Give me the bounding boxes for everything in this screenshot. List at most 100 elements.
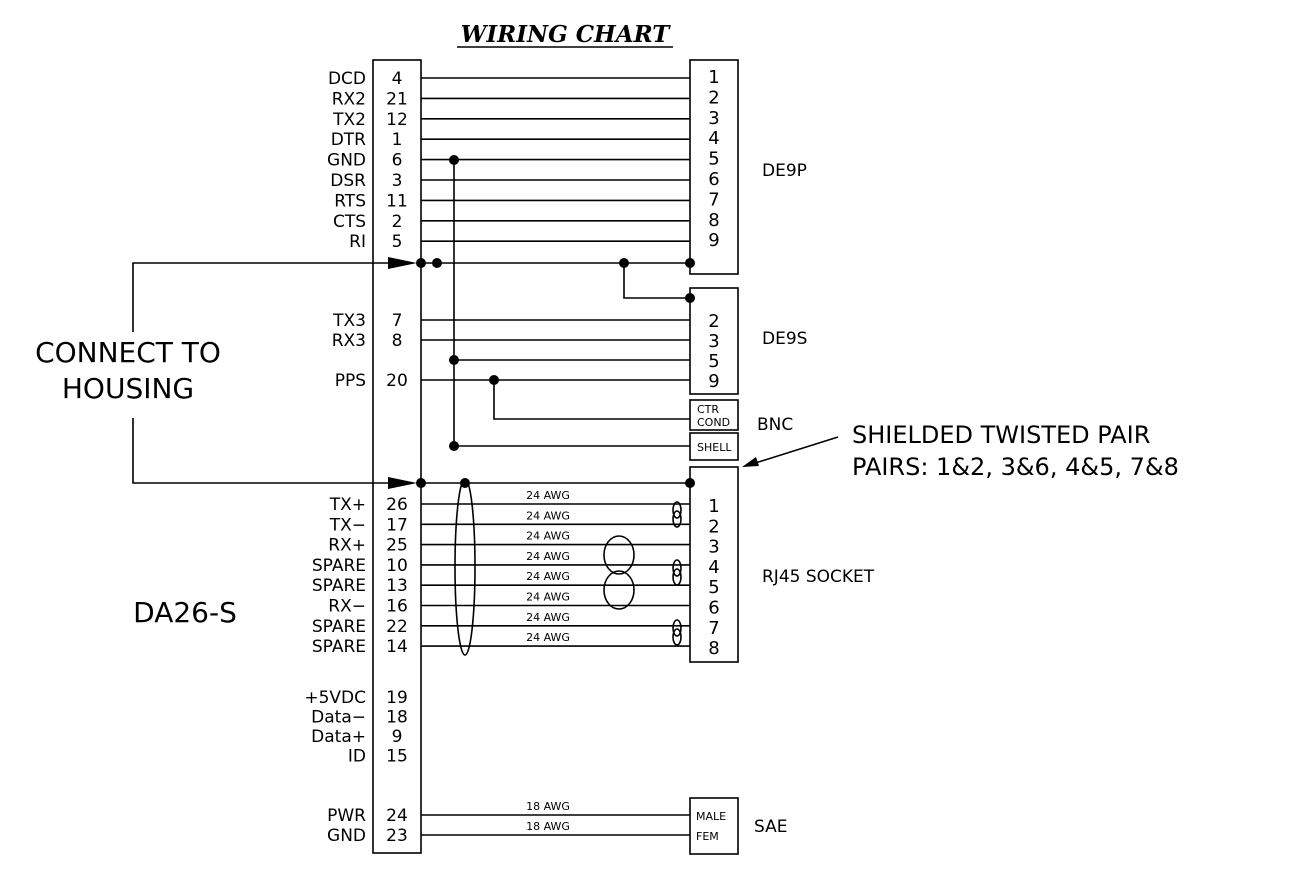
rj45-row-signal-label: RX+ [328, 536, 366, 556]
de9s-row-pin-number: 7 [392, 311, 403, 331]
bnc-center-conductor-box [689, 399, 739, 431]
junction-dot [416, 258, 426, 268]
housing-arrow-upper [132, 262, 405, 332]
de9s-row-signal-label: TX3 [332, 311, 366, 331]
de9p-row-signal-label: CTS [333, 212, 366, 232]
shield-note-line2: PAIRS: 1&2, 3&6, 4&5, 7&8 [852, 453, 1179, 481]
cable-shield-ellipse [454, 478, 476, 656]
bnc-label: BNC [757, 415, 793, 435]
shield-callout-arrowhead [742, 457, 759, 467]
rj45-row-pin-number: 26 [386, 495, 408, 515]
rj45-row-pin-number: 22 [386, 617, 408, 637]
de9p-row-signal-label: DSR [330, 171, 366, 191]
rj45-row-pin-number: 14 [386, 637, 408, 657]
rj45-row-pin-number: 10 [386, 556, 408, 576]
de9s-row-dest-pin: 3 [708, 331, 719, 352]
rj45-row-pin-number: 16 [386, 597, 408, 617]
rj45-row-gauge-label: 24 AWG [526, 550, 570, 563]
power-row-gauge-label: 18 AWG [526, 800, 570, 813]
de9p-row-dest-pin: 6 [708, 169, 719, 190]
rj45-row-pin-number: 13 [386, 576, 408, 596]
junction-dot [416, 478, 426, 488]
de9s-label: DE9S [762, 329, 807, 349]
rj45-label: RJ45 SOCKET [762, 567, 875, 587]
de9p-row-dest-pin: 5 [708, 149, 719, 170]
housing-arrow-lower [132, 418, 405, 484]
de9p-row-signal-label: DTR [331, 130, 366, 150]
rj45-row-signal-label: RX− [328, 597, 366, 617]
misc-row-pin-number: 15 [386, 747, 408, 767]
de9p-row-pin-number: 3 [392, 171, 403, 191]
de9s-row-pin-number: 20 [386, 371, 408, 391]
junction-dots [416, 155, 695, 488]
de9s-row-dest-pin: 5 [708, 351, 719, 372]
rj45-row-dest-pin: 5 [708, 577, 719, 598]
rj45-row-dest-pin: 1 [708, 496, 719, 517]
de9p-row-dest-pin: 4 [708, 128, 719, 149]
junction-dot [489, 375, 499, 385]
twist-pair-7-8-lower [672, 628, 682, 646]
rj45-row-signal-label: SPARE [312, 637, 366, 657]
misc-row-pin-number: 9 [392, 727, 403, 747]
twist-pair-4-5-upper [672, 559, 682, 577]
de9p-row-pin-number: 21 [386, 89, 408, 109]
de9p-row-dest-pin: 1 [708, 67, 719, 88]
de9p-row-dest-pin: 3 [708, 108, 719, 129]
de9s-row-dest-pin: 2 [708, 311, 719, 332]
junction-dot [449, 355, 459, 365]
housing-arrowhead-upper [388, 257, 417, 269]
misc-row-pin-number: 18 [386, 708, 408, 728]
da26s-connector-body [372, 59, 422, 854]
housing-note-line2: HOUSING [62, 372, 194, 405]
housing-note-line1: CONNECT TO [35, 336, 221, 369]
twist-pair-3-6-lower [603, 570, 635, 610]
sae-male-text: MALE [696, 810, 726, 823]
rj45-row-signal-label: TX+ [329, 495, 366, 515]
de9s-row-signal-label: RX3 [332, 331, 366, 351]
de9p-row-signal-label: TX2 [332, 110, 366, 130]
junction-dot [685, 478, 695, 488]
de9p-row-signal-label: DCD [328, 69, 366, 89]
de9p-row-pin-number: 2 [392, 212, 403, 232]
junction-dot [685, 293, 695, 303]
rj45-row-gauge-label: 24 AWG [526, 591, 570, 604]
misc-row-signal-label: ID [348, 747, 366, 767]
misc-row-signal-label: Data− [311, 708, 366, 728]
rj45-row-dest-pin: 4 [708, 557, 719, 578]
housing-arrowhead-lower [388, 477, 417, 489]
twist-pair-1-2-upper [672, 501, 682, 519]
power-row-signal-label: PWR [327, 806, 366, 826]
rj45-row-signal-label: SPARE [312, 617, 366, 637]
de9p-row-signal-label: RI [349, 232, 366, 252]
rj45-row-dest-pin: 7 [708, 618, 719, 639]
de9p-row-signal-label: RTS [334, 191, 366, 211]
de9p-row-dest-pin: 8 [708, 210, 719, 231]
misc-row-signal-label: Data+ [311, 727, 366, 747]
de9p-row-pin-number: 12 [386, 110, 408, 130]
chart-title: WIRING CHART [461, 21, 672, 48]
power-row-signal-label: GND [327, 826, 366, 846]
rj45-row-pin-number: 25 [386, 536, 408, 556]
rj45-row-signal-label: TX− [329, 515, 366, 535]
misc-row-pin-number: 19 [386, 688, 408, 708]
rj45-row-gauge-label: 24 AWG [526, 530, 570, 543]
pps-to-bnc-center [493, 380, 690, 420]
rj45-row-dest-pin: 6 [708, 598, 719, 619]
junction-dot [685, 258, 695, 268]
junction-dot [449, 441, 459, 451]
junction-dot [460, 478, 470, 488]
rj45-row-gauge-label: 24 AWG [526, 489, 570, 502]
de9p-row-pin-number: 11 [386, 191, 408, 211]
rj45-row-dest-pin: 3 [708, 537, 719, 558]
twist-pair-1-2-lower [672, 510, 682, 528]
rj45-row-dest-pin: 2 [708, 516, 719, 537]
shield-note-line1: SHIELDED TWISTED PAIR [852, 421, 1150, 449]
power-row-gauge-label: 18 AWG [526, 820, 570, 833]
bnc-cond-text: COND [697, 416, 730, 429]
twist-pair-7-8-upper [672, 619, 682, 637]
rj45-row-gauge-label: 24 AWG [526, 631, 570, 644]
de9s-row-pin-number: 8 [392, 331, 403, 351]
